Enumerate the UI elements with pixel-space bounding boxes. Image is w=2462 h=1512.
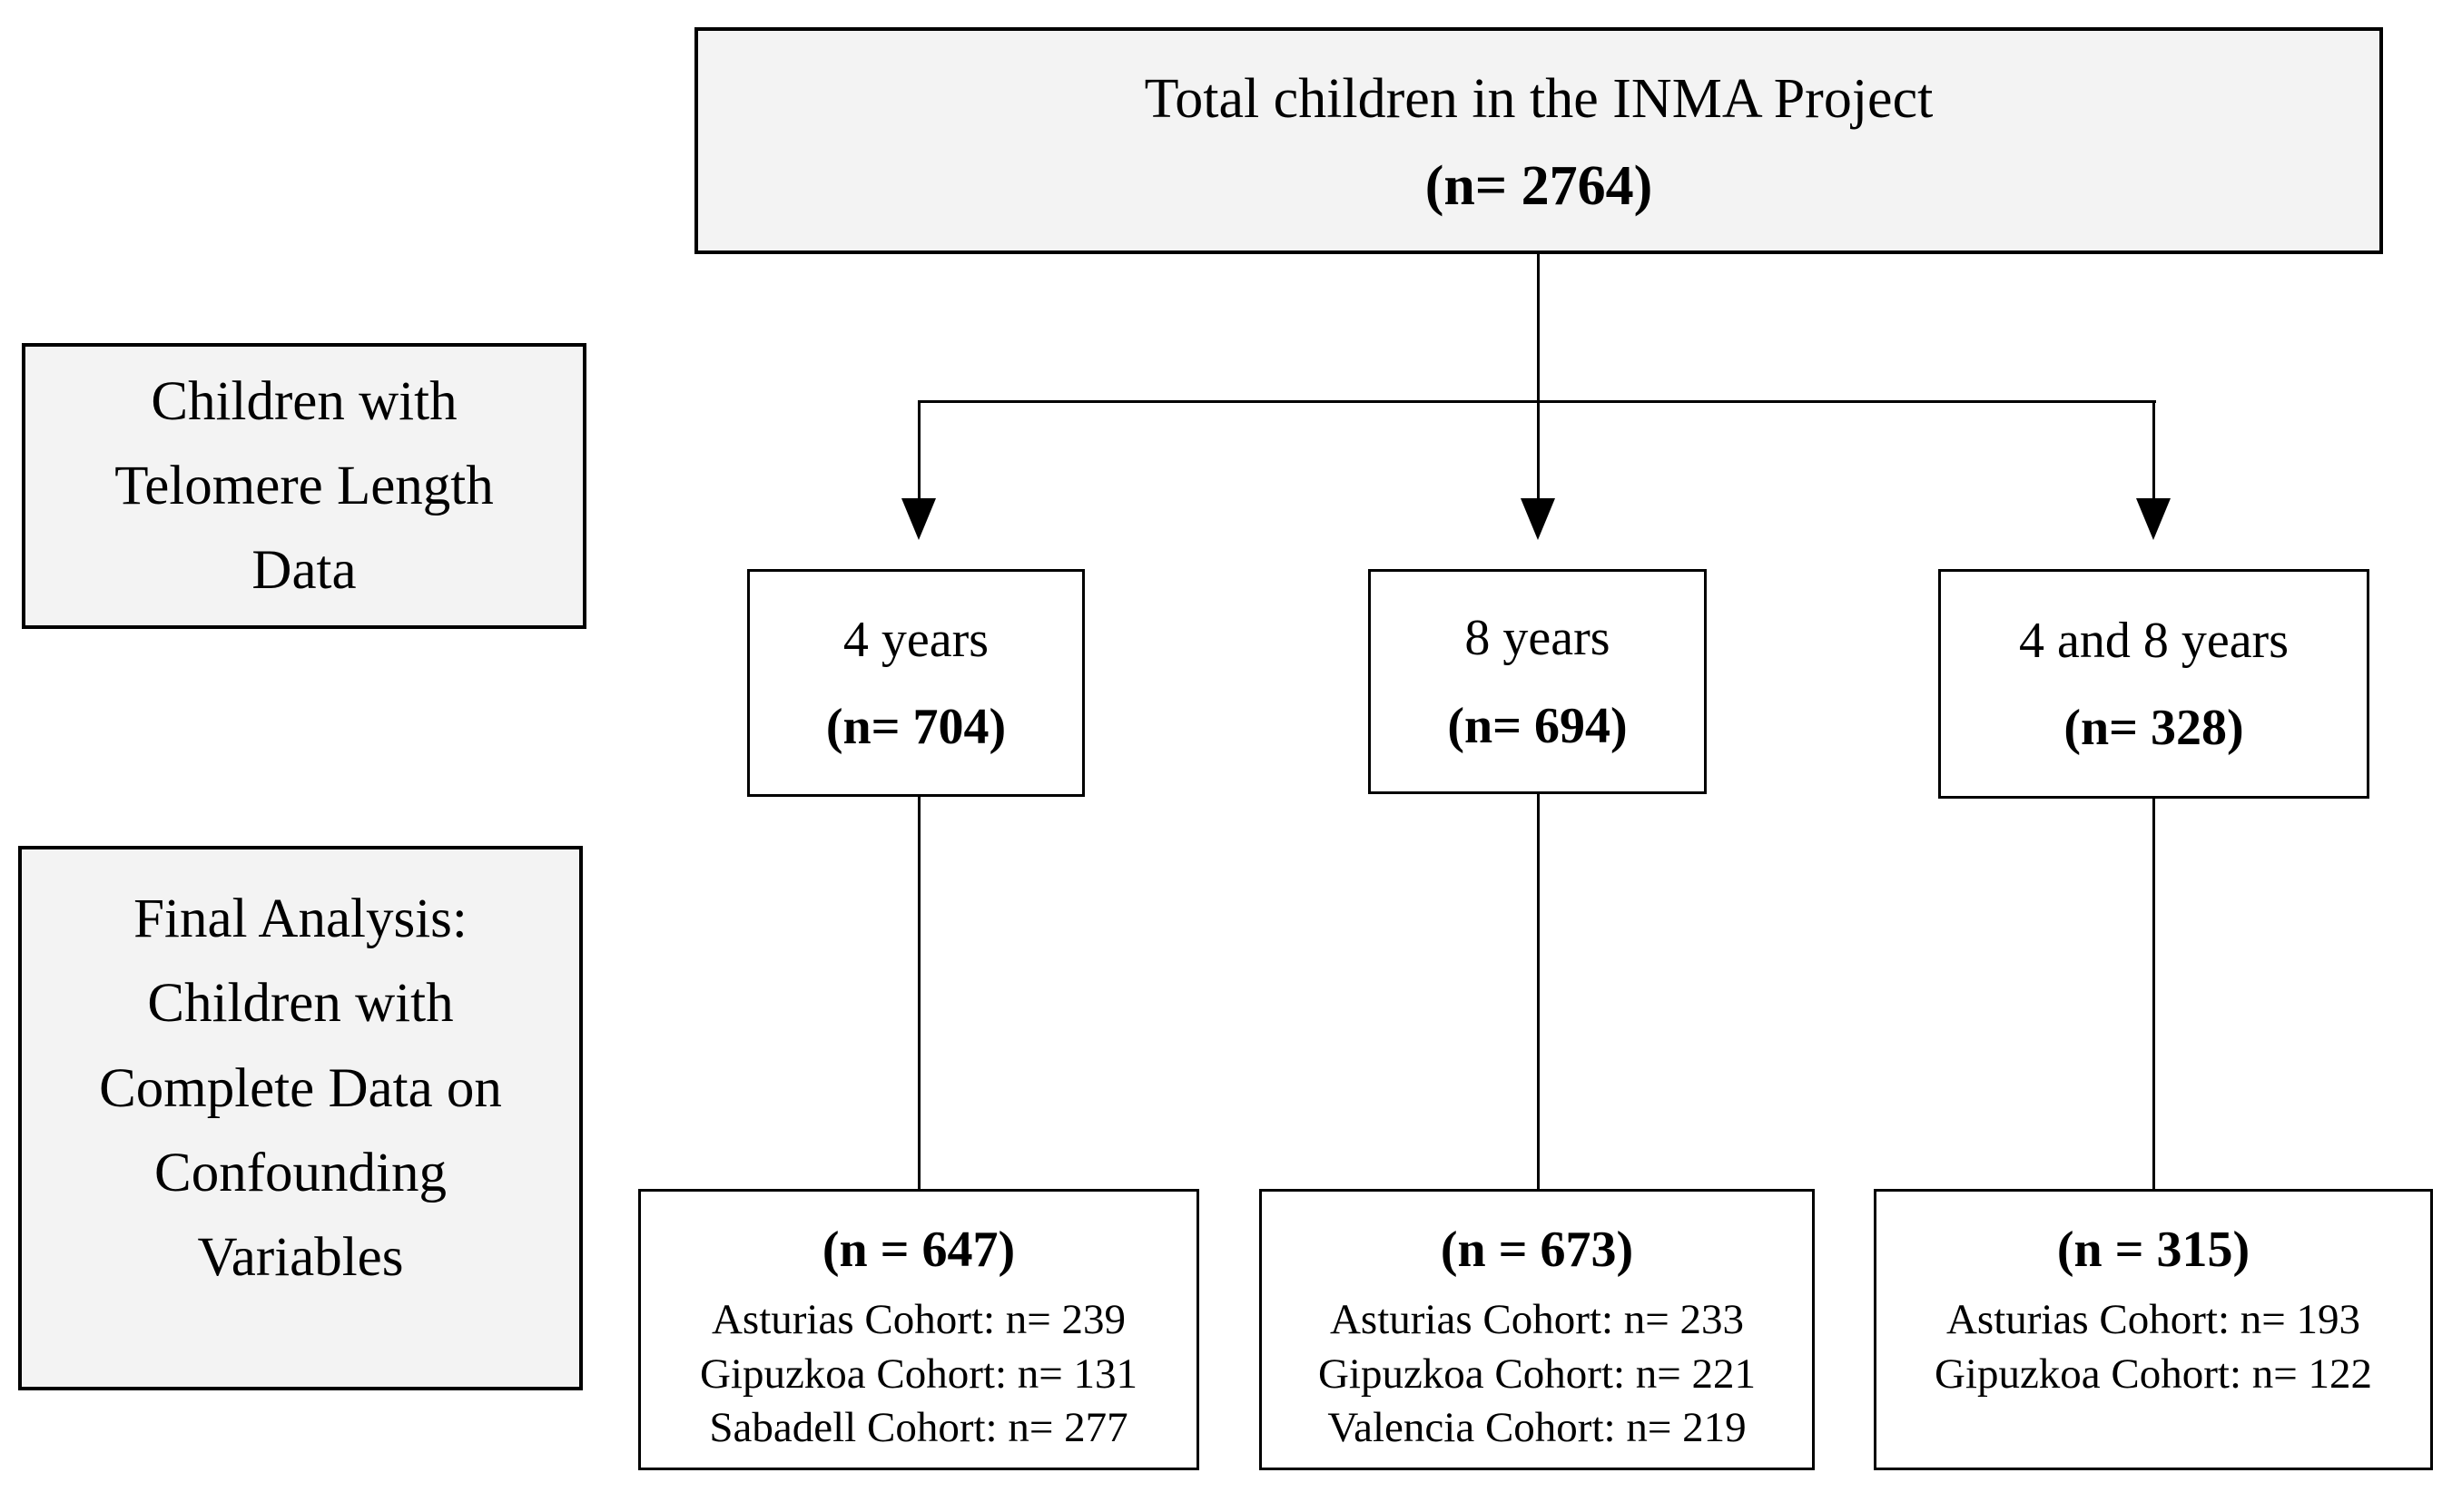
side-label-line: Telomere Length	[114, 455, 494, 516]
age-box-label: 4 and 8 years	[2018, 612, 2289, 669]
cohort-line: Asturias Cohort: n= 239	[711, 1296, 1127, 1344]
age-box-n: (n= 328)	[2063, 700, 2244, 757]
connector-branch-horizontal	[918, 400, 2156, 403]
age-box-label: 4 years	[842, 611, 990, 668]
side-label-final-analysis-box: Final Analysis: Children with Complete D…	[18, 846, 583, 1390]
side-label-line: Variables	[197, 1227, 404, 1289]
final-box-8-years: (n = 673) Asturias Cohort: n= 233 Gipuzk…	[1259, 1189, 1815, 1470]
cohort-line: Gipuzkoa Cohort: n= 131	[699, 1350, 1138, 1398]
top-box-title: Total children in the INMA Project	[1144, 68, 1934, 131]
top-box: Total children in the INMA Project (n= 2…	[694, 27, 2383, 254]
top-box-n: (n= 2764)	[1424, 154, 1653, 217]
final-box-4-years: (n = 647) Asturias Cohort: n= 239 Gipuzk…	[638, 1189, 1199, 1470]
cohort-line: Sabadell Cohort: n= 277	[709, 1403, 1128, 1451]
side-label-line: Final Analysis:	[133, 889, 468, 949]
connector-top-vertical	[1537, 254, 1540, 502]
side-label-telomere-box: Children with Telomere Length Data	[22, 343, 586, 629]
connector-drop-left	[918, 400, 921, 502]
age-box-4-and-8-years: 4 and 8 years (n= 328)	[1938, 569, 2369, 799]
final-box-n: (n = 673)	[1440, 1222, 1634, 1278]
side-label-line: Confounding	[154, 1142, 447, 1203]
side-label-line: Complete Data on	[99, 1057, 502, 1119]
age-box-label: 8 years	[1464, 610, 1610, 667]
cohort-line: Gipuzkoa Cohort: n= 122	[1934, 1350, 2373, 1398]
final-box-4-and-8-years: (n = 315) Asturias Cohort: n= 193 Gipuzk…	[1874, 1189, 2433, 1470]
connector-drop-right	[2152, 400, 2155, 502]
arrow-down-icon	[1521, 498, 1555, 540]
age-box-n: (n= 694)	[1447, 697, 1628, 754]
connector-age-to-final-right	[2152, 799, 2155, 1189]
connector-age-to-final-left	[918, 797, 921, 1189]
cohort-line: Gipuzkoa Cohort: n= 221	[1317, 1350, 1757, 1398]
age-box-n: (n= 704)	[825, 699, 1007, 756]
side-label-line: Data	[251, 540, 357, 602]
age-box-8-years: 8 years (n= 694)	[1368, 569, 1707, 794]
connector-age-to-final-center	[1537, 794, 1540, 1189]
arrow-down-icon	[2136, 498, 2171, 540]
arrow-down-icon	[901, 498, 936, 540]
side-label-line: Children with	[151, 370, 458, 432]
cohort-line: Asturias Cohort: n= 233	[1329, 1296, 1745, 1344]
final-box-n: (n = 647)	[822, 1222, 1016, 1278]
final-box-n: (n = 315)	[2056, 1222, 2250, 1278]
cohort-line: Valencia Cohort: n= 219	[1327, 1403, 1747, 1451]
cohort-line: Asturias Cohort: n= 193	[1945, 1296, 2361, 1344]
age-box-4-years: 4 years (n= 704)	[747, 569, 1085, 797]
side-label-line: Children with	[147, 973, 454, 1035]
